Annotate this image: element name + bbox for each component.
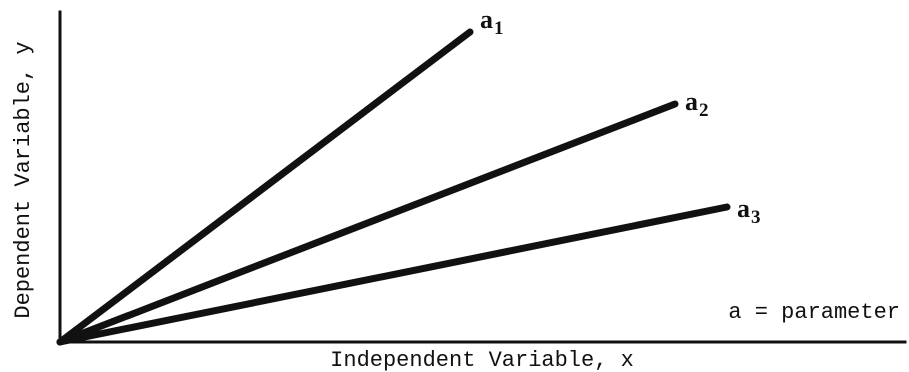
series-line-a2 xyxy=(56,100,679,346)
series-line-a1 xyxy=(56,28,474,346)
parameter-annotation: a = parameter xyxy=(728,300,900,325)
series-label-sub-a1: 1 xyxy=(494,18,504,39)
x-axis-label: Independent Variable, x xyxy=(330,348,634,372)
series-label-a1: a xyxy=(480,5,493,34)
series-line-a3 xyxy=(56,203,731,346)
y-axis-label: Dependent Variable, y xyxy=(11,41,36,318)
series-label-a2: a xyxy=(685,87,698,116)
series-label-a3: a xyxy=(737,194,750,223)
series-label-sub-a3: 3 xyxy=(751,207,761,228)
series-label-sub-a2: 2 xyxy=(699,100,709,121)
